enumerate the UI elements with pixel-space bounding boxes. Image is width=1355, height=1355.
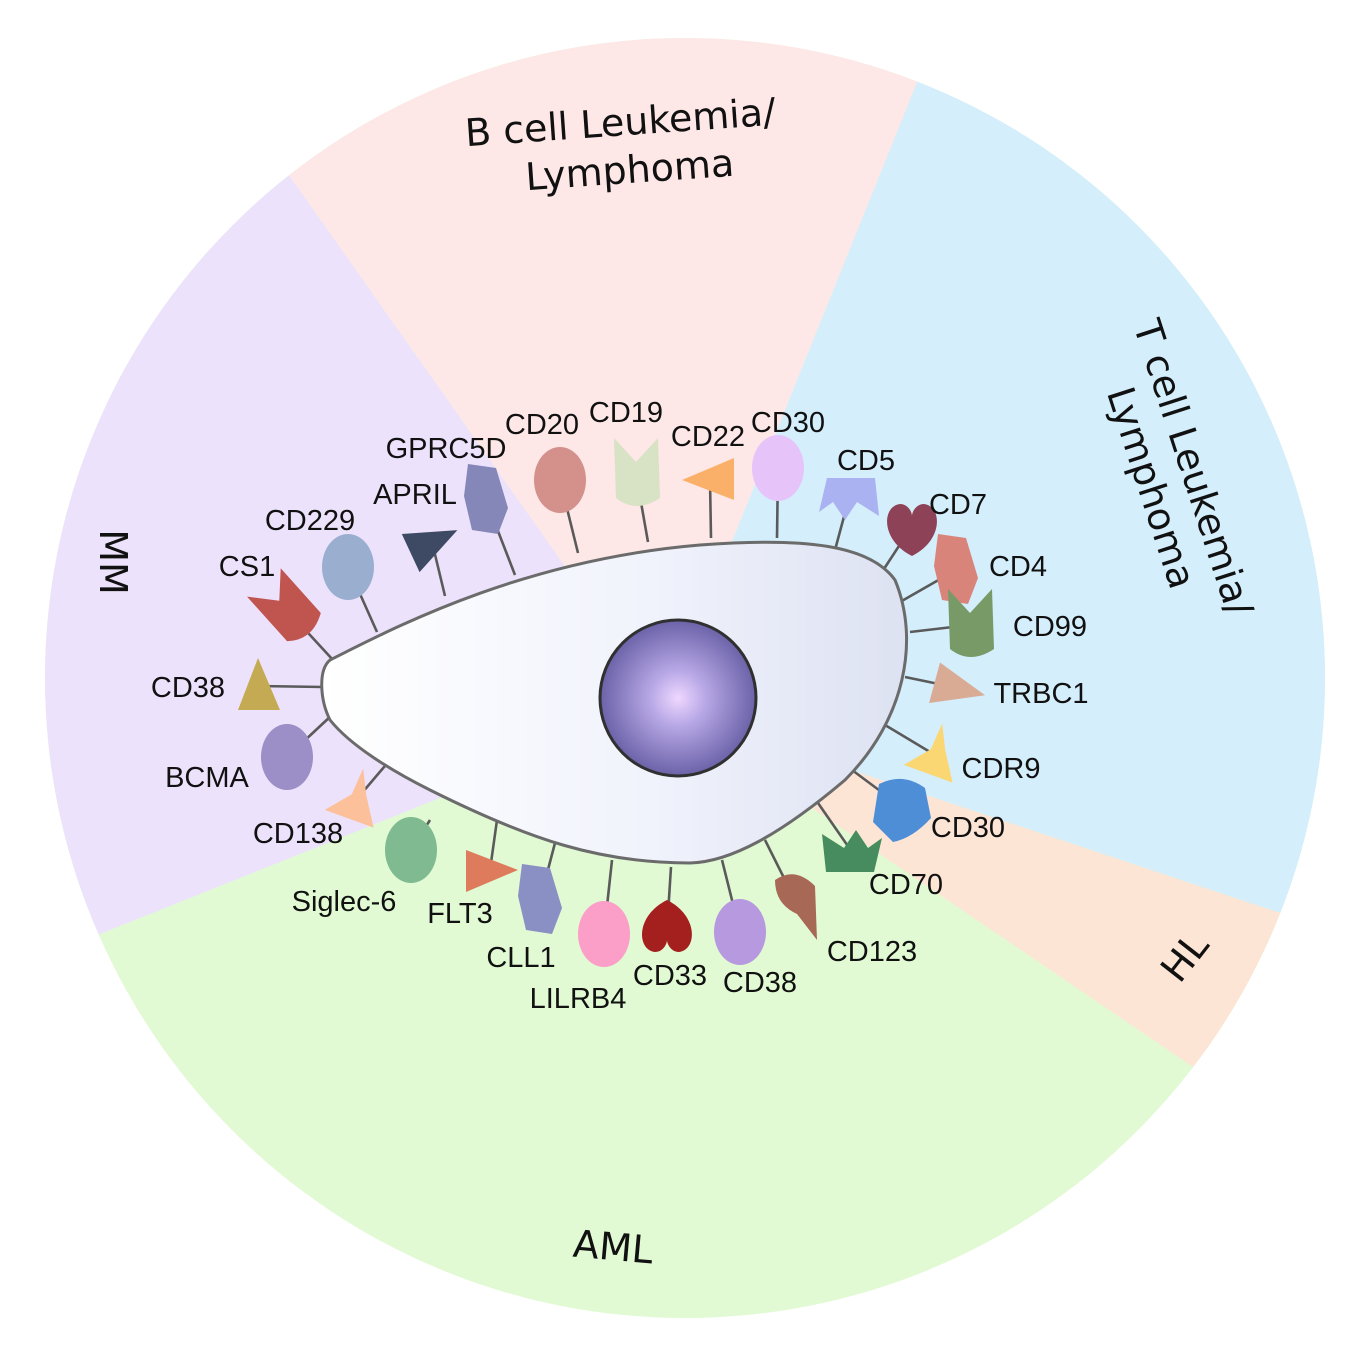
antigen-label-cd22: CD22	[671, 421, 745, 453]
antigen-label-cd99: CD99	[1013, 611, 1087, 643]
antigen-label-cd5: CD5	[837, 445, 895, 477]
antigen-label-cd33: CD33	[633, 960, 707, 992]
antigen-label-cd38-m: CD38	[151, 672, 225, 704]
antigen-label-cd70: CD70	[869, 869, 943, 901]
antigen-label-cd30-h: CD30	[931, 812, 1005, 844]
antigen-shape-cd5	[819, 478, 879, 520]
stalk-cd70	[816, 802, 854, 853]
antigen-label-cd4: CD4	[989, 551, 1047, 583]
cell-nucleus	[598, 618, 758, 778]
antigen-shape-april	[401, 530, 458, 573]
antigen-label-cd38-a: CD38	[723, 967, 797, 999]
antigen-label-april: APRIL	[373, 479, 457, 511]
antigen-shape-cd7	[887, 504, 937, 556]
antigen-shape-cs1	[247, 568, 321, 642]
antigen-shape-cdr9	[903, 723, 953, 783]
antigen-shape-cd4	[934, 534, 978, 604]
antigen-label-cd229: CD229	[265, 505, 355, 537]
segment-label-aml: AML	[571, 1222, 654, 1273]
antigen-label-cd123: CD123	[827, 936, 917, 968]
stalk-cdr9	[884, 723, 936, 757]
antigen-shape-cd229	[322, 534, 374, 600]
segment-b-cell	[284, 38, 925, 708]
antigen-label-bcma: BCMA	[165, 762, 249, 794]
antigen-label-trbc1: TRBC1	[993, 678, 1088, 710]
antigen-shape-trbc1	[929, 662, 986, 704]
antigen-shape-cd19	[614, 438, 660, 506]
antigen-shape-cd138	[324, 768, 374, 828]
antigen-shape-cll1	[518, 864, 562, 934]
antigen-label-cs1: CS1	[219, 551, 275, 583]
antigen-label-cdr9: CDR9	[962, 753, 1041, 785]
antigen-shape-cd99	[948, 589, 994, 657]
antigen-label-lilrb4: LILRB4	[530, 983, 627, 1015]
antigen-shape-cd30-h	[873, 778, 931, 842]
antigen-shape-cd20	[534, 447, 586, 513]
segment-label-mm: MM	[91, 529, 135, 595]
antigen-shape-lilrb4	[578, 901, 630, 967]
antigen-shape-cd70	[822, 830, 882, 872]
antigen-shape-flt3	[466, 850, 518, 892]
antigen-label-cd30-t: CD30	[751, 407, 825, 439]
antigen-label-cll1: CLL1	[486, 942, 555, 974]
antigen-shape-bcma	[261, 724, 313, 790]
antigen-label-cd20: CD20	[505, 409, 579, 441]
antigen-shape-cd123	[775, 874, 817, 940]
antigen-label-cd138: CD138	[253, 818, 343, 850]
antigen-shape-cd38-m	[238, 658, 280, 710]
antigen-shape-cd33	[642, 900, 692, 952]
antigen-shapes	[238, 435, 994, 967]
antigen-label-flt3: FLT3	[427, 898, 493, 930]
antigen-label-siglec6: Siglec-6	[292, 886, 397, 918]
antigen-label-gprc5d: GPRC5D	[386, 433, 507, 465]
antigen-label-cd19: CD19	[589, 397, 663, 429]
antigen-shape-siglec6	[385, 817, 437, 883]
antigen-shape-gprc5d	[464, 464, 508, 534]
antigen-shape-cd38-a	[714, 899, 766, 965]
antigen-shape-cd30-t	[752, 435, 804, 501]
antigen-label-cd7: CD7	[929, 489, 987, 521]
antigen-shape-cd22	[682, 458, 734, 500]
